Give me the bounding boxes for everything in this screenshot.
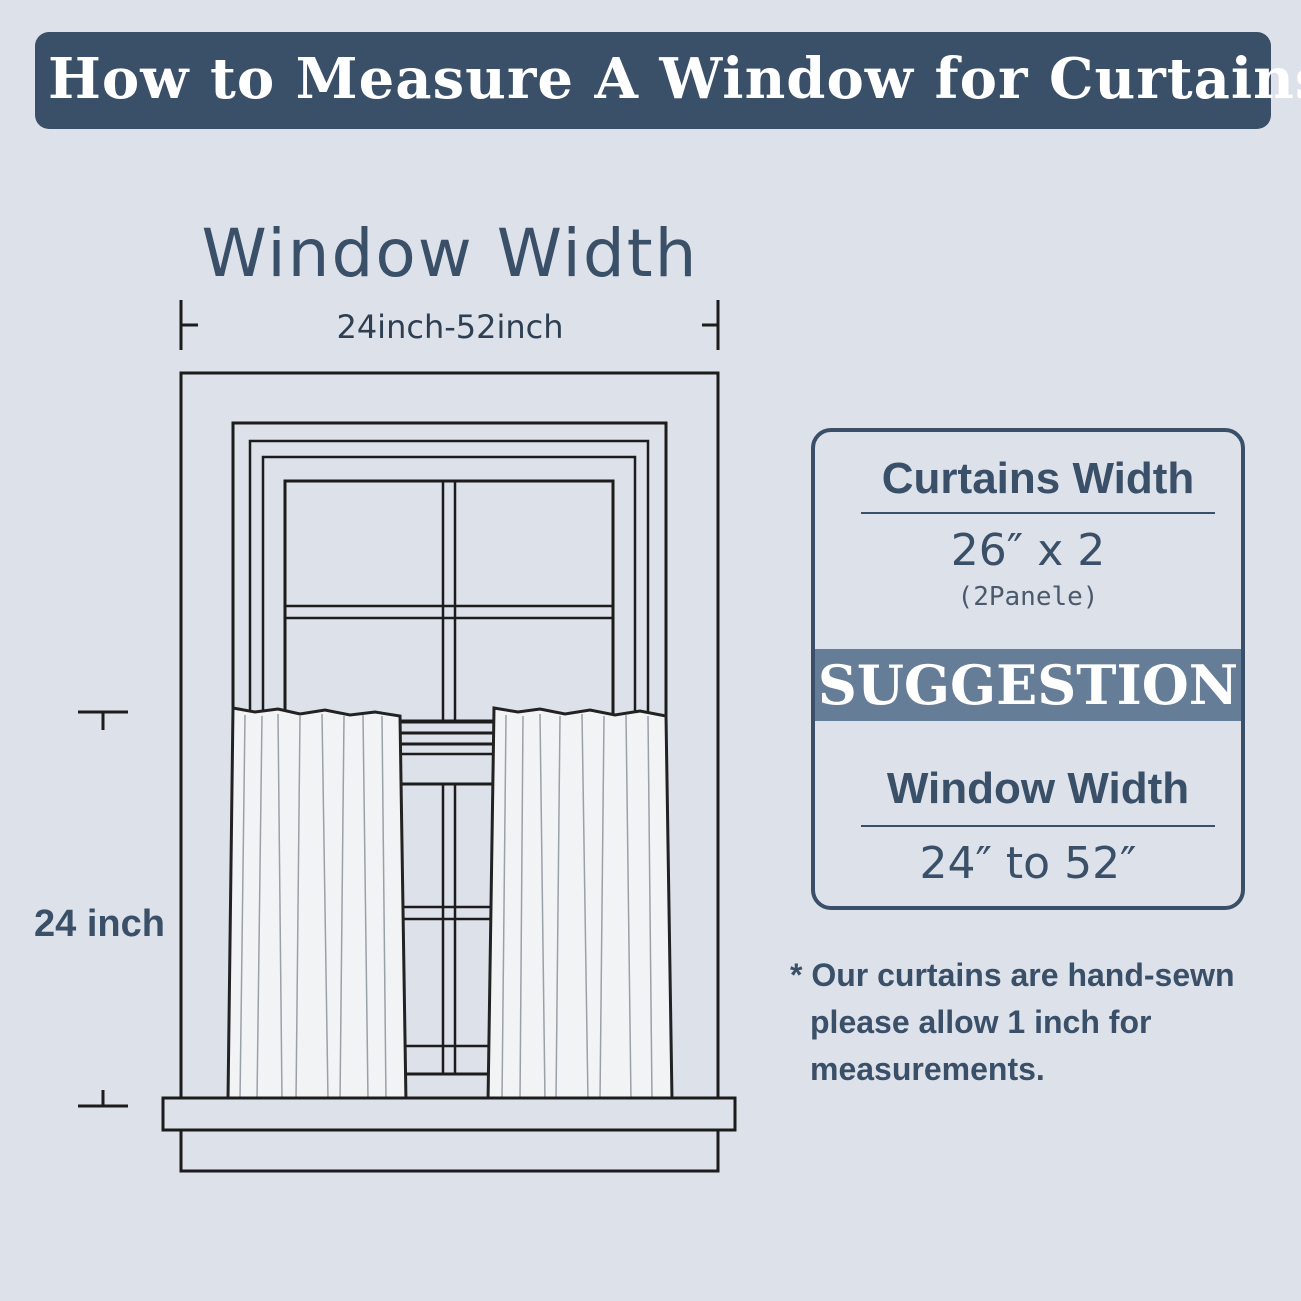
window-width-range: 24inch-52inch bbox=[336, 308, 564, 346]
title-banner bbox=[35, 32, 1271, 129]
curtains-width-subtext: (2Panele) bbox=[957, 582, 1099, 612]
upper-sash bbox=[283, 479, 615, 723]
suggestion-card: Curtains Width 26″ x 2 (2Panele) SUGGEST… bbox=[811, 428, 1245, 910]
note-line-1: * Our curtains are hand-sewn bbox=[790, 957, 1235, 993]
curtains-width-heading: Curtains Width bbox=[881, 454, 1195, 503]
window-width-heading: Window Width bbox=[886, 764, 1190, 813]
width-dimension-marker-right bbox=[702, 300, 720, 350]
window-width-title: Window Width bbox=[201, 215, 699, 292]
curtains-width-value: 26″ x 2 bbox=[950, 525, 1106, 576]
height-dimension-marker-top bbox=[78, 710, 128, 730]
window-width-divider bbox=[861, 825, 1215, 827]
height-label: 24 inch bbox=[34, 903, 165, 945]
suggestion-label: SUGGESTION bbox=[817, 653, 1239, 717]
curtain-panel-right bbox=[486, 706, 674, 1106]
suggestion-bar bbox=[815, 649, 1241, 721]
note-line-2: please allow 1 inch for bbox=[810, 1004, 1152, 1040]
height-dimension-marker-bottom bbox=[78, 1090, 128, 1108]
curtains-width-divider bbox=[861, 512, 1215, 514]
window-sill bbox=[161, 1096, 737, 1173]
width-dimension-marker-left bbox=[179, 300, 198, 350]
curtain-panel-left bbox=[226, 706, 408, 1106]
window-width-value: 24″ to 52″ bbox=[919, 838, 1137, 889]
note-line-3: measurements. bbox=[810, 1051, 1045, 1087]
page-title: How to Measure A Window for Curtains bbox=[48, 46, 1301, 112]
